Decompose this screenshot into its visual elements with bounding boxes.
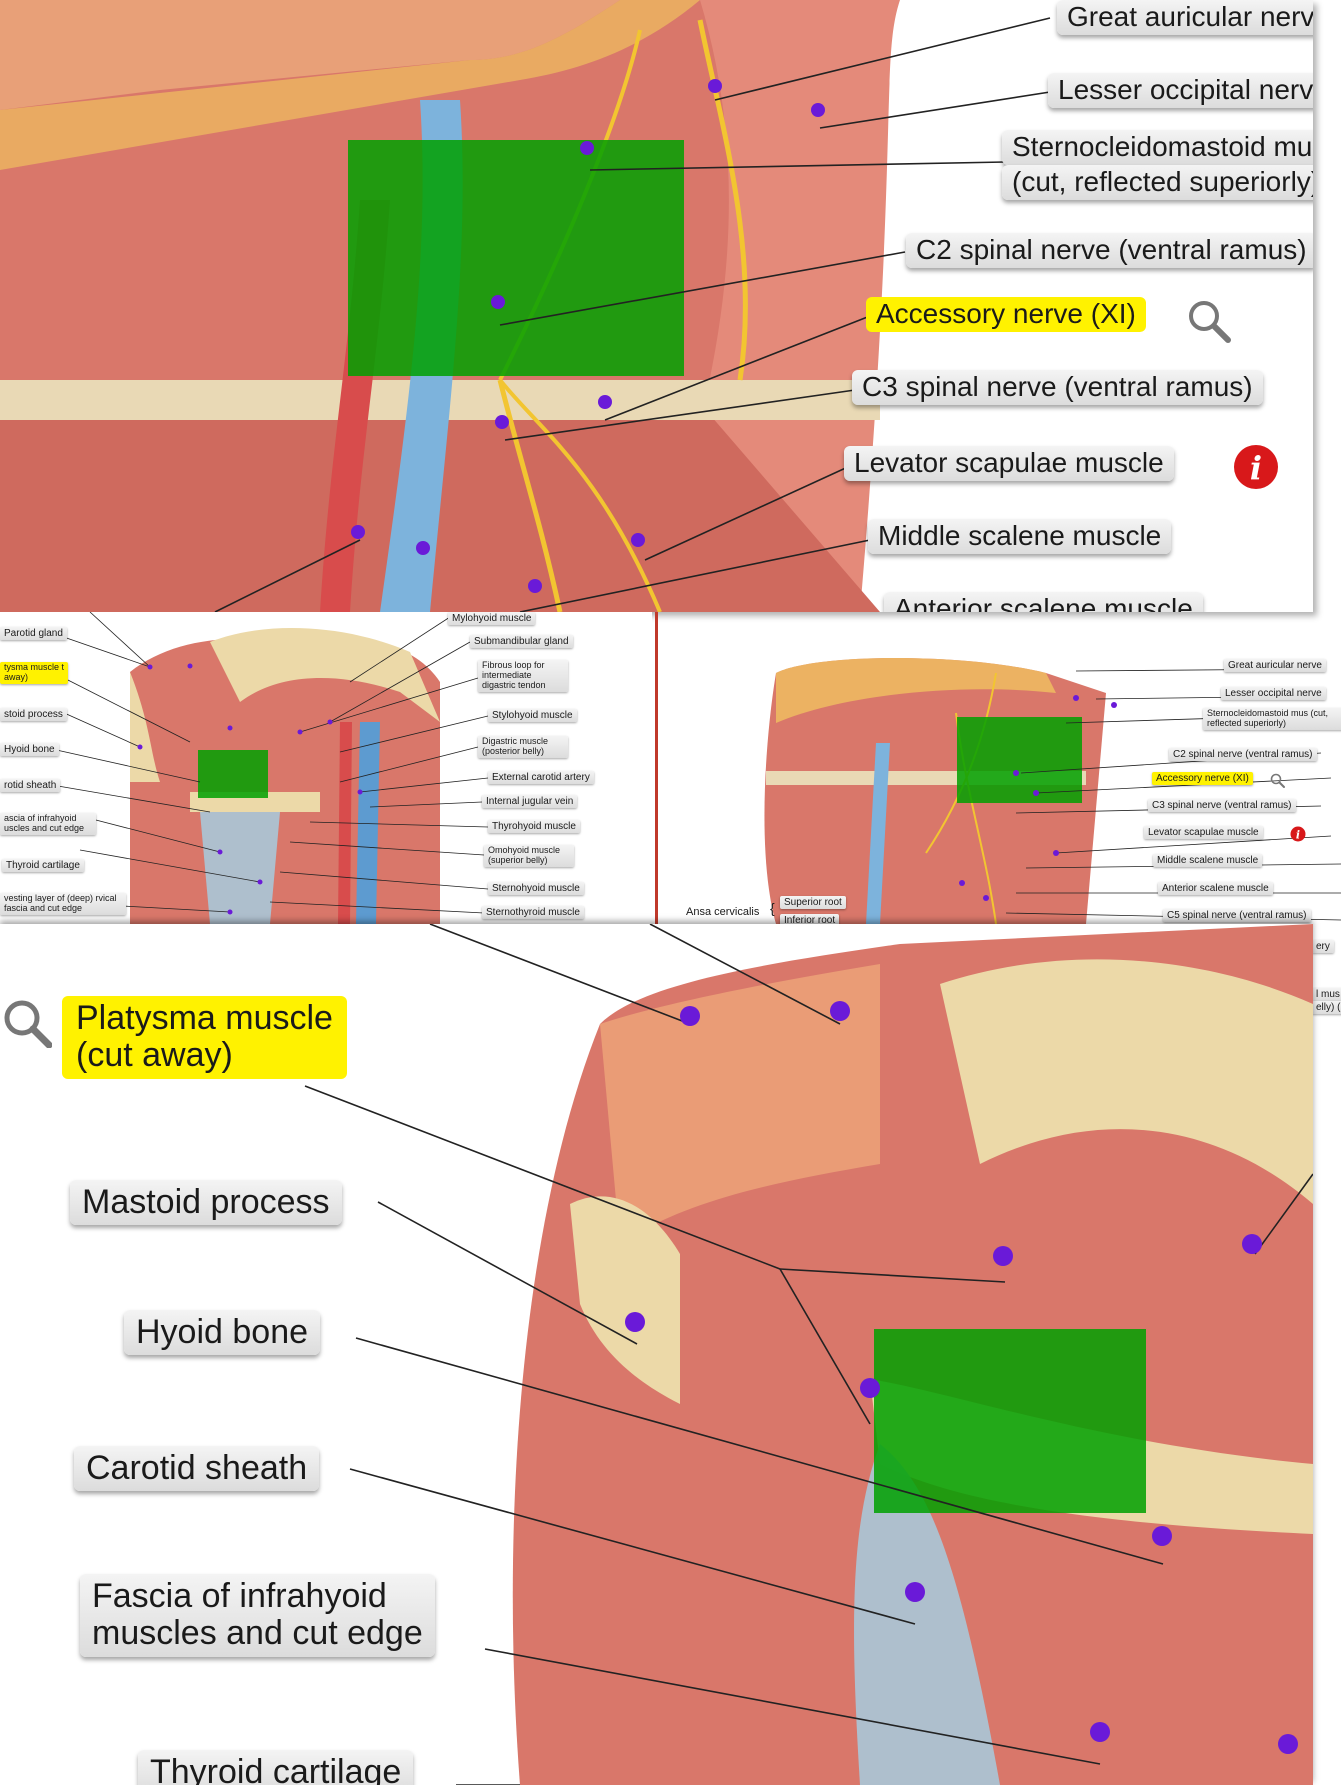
lthumb-label-superior-root[interactable]: Superior root xyxy=(780,896,846,909)
thumb-label-fascia[interactable]: ascia of infrahyoid uscles and cut edge xyxy=(0,813,96,835)
lthumb-label-anterior-scalene[interactable]: Anterior scalene muscle xyxy=(1158,882,1273,895)
lthumb-edge-label-3[interactable]: elly) ( xyxy=(1312,1001,1341,1014)
bottom-zoom-panel: Platysma muscle (cut away) Mastoid proce… xyxy=(0,924,1313,1785)
thumb-label-sternothyroid[interactable]: Sternothyroid muscle xyxy=(482,906,584,919)
label-thyroid-cartilage[interactable]: Thyroid cartilage xyxy=(138,1750,414,1785)
top-zoom-panel: Great auricular nerve Lesser occipital n… xyxy=(0,0,1313,612)
label-c2-spinal-nerve[interactable]: C2 spinal nerve (ventral ramus) xyxy=(906,233,1313,268)
label-accessory-nerve[interactable]: Accessory nerve (XI) xyxy=(866,297,1146,332)
label-sternocleidomastoid[interactable]: Sternocleidomastoid muscle xyxy=(1002,130,1313,165)
label-hyoid-bone[interactable]: Hyoid bone xyxy=(124,1310,321,1356)
neck-anterior-illustration xyxy=(0,612,652,924)
info-icon[interactable]: i xyxy=(1290,826,1306,842)
label-sternocleidomastoid-note[interactable]: (cut, reflected superiorly) xyxy=(1002,165,1313,200)
lthumb-label-c3[interactable]: C3 spinal nerve (ventral ramus) xyxy=(1148,799,1296,812)
lthumb-label-levator[interactable]: Levator scapulae muscle xyxy=(1144,826,1263,839)
thumb-label-mastoid[interactable]: stoid process xyxy=(0,708,67,721)
anterior-thumbnail-panel[interactable]: Parotid gland tysma muscle t away) stoid… xyxy=(0,612,652,924)
thumb-label-fibrous-loop[interactable]: Fibrous loop for intermediate digastric … xyxy=(478,660,568,692)
label-platysma-line2: (cut away) xyxy=(76,1036,233,1075)
info-icon[interactable]: i xyxy=(1232,443,1280,491)
thumb-label-internal-jugular[interactable]: Internal jugular vein xyxy=(482,795,578,808)
zoom-selection-overlay xyxy=(874,1329,1146,1513)
magnifier-icon[interactable] xyxy=(2,998,52,1048)
anterior-selection-overlay xyxy=(198,750,268,798)
thumb-label-omohyoid[interactable]: Omohyoid muscle (superior belly) xyxy=(484,845,574,867)
lthumb-label-inferior-root[interactable]: Inferior root xyxy=(780,914,840,927)
lthumb-label-accessory-nerve[interactable]: Accessory nerve (XI) xyxy=(1152,772,1253,785)
thumb-label-external-carotid[interactable]: External carotid artery xyxy=(488,771,594,784)
magnifier-icon[interactable] xyxy=(1270,773,1286,789)
label-lesser-occipital-nerve[interactable]: Lesser occipital nerve xyxy=(1048,73,1313,108)
thumb-label-hyoid[interactable]: Hyoid bone xyxy=(0,743,59,756)
selection-overlay xyxy=(348,140,684,376)
magnifier-icon[interactable] xyxy=(1186,298,1232,344)
svg-text:i: i xyxy=(1296,829,1300,842)
label-great-auricular-nerve[interactable]: Great auricular nerve xyxy=(1057,0,1313,35)
label-levator-scapulae[interactable]: Levator scapulae muscle xyxy=(844,446,1174,481)
lthumb-label-middle-scalene[interactable]: Middle scalene muscle xyxy=(1153,854,1263,867)
label-fascia-line1: Fascia of infrahyoid xyxy=(92,1577,387,1615)
label-fascia-line2: muscles and cut edge xyxy=(92,1614,423,1653)
thumb-label-parotid[interactable]: Parotid gland xyxy=(0,627,67,640)
panel-divider xyxy=(655,612,658,924)
thumb-label-mylohyoid[interactable]: Mylohyoid muscle xyxy=(448,612,536,625)
thumb-label-thyrohyoid[interactable]: Thyrohyoid muscle xyxy=(488,820,580,833)
lthumb-label-c5[interactable]: C5 spinal nerve (ventral ramus) xyxy=(1163,909,1311,922)
lthumb-label-great-auricular[interactable]: Great auricular nerve xyxy=(1224,659,1326,672)
label-c3-spinal-nerve[interactable]: C3 spinal nerve (ventral ramus) xyxy=(852,370,1263,405)
thumb-label-platysma[interactable]: tysma muscle t away) xyxy=(0,662,68,684)
label-middle-scalene[interactable]: Middle scalene muscle xyxy=(868,519,1172,554)
label-mastoid-process[interactable]: Mastoid process xyxy=(70,1180,342,1226)
label-platysma-line1: Platysma muscle xyxy=(76,999,333,1037)
lthumb-edge-label-2[interactable]: l mus xyxy=(1312,988,1341,1001)
thumb-label-digastric[interactable]: Digastric muscle (posterior belly) xyxy=(478,736,568,758)
label-platysma[interactable]: Platysma muscle (cut away) xyxy=(62,996,347,1079)
lthumb-label-ansa-cervicalis[interactable]: Ansa cervicalis xyxy=(686,906,760,918)
brace-glyph: { xyxy=(770,900,775,916)
thumb-label-thyroid-cartilage[interactable]: Thyroid cartilage xyxy=(2,859,84,872)
thumb-label-investing-layer[interactable]: vesting layer of (deep) rvical fascia an… xyxy=(0,893,126,915)
thumb-label-sternohyoid[interactable]: Sternohyoid muscle xyxy=(488,882,584,895)
lthumb-label-lesser-occipital[interactable]: Lesser occipital nerve xyxy=(1221,687,1326,700)
label-anterior-scalene[interactable]: Anterior scalene muscle xyxy=(884,592,1203,612)
thumb-label-carotid-sheath[interactable]: rotid sheath xyxy=(0,779,61,792)
thumb-label-submandibular[interactable]: Submandibular gland xyxy=(470,635,573,648)
thumb-label-stylohyoid[interactable]: Stylohyoid muscle xyxy=(488,709,577,722)
label-fascia-infrahyoid[interactable]: Fascia of infrahyoid muscles and cut edg… xyxy=(80,1574,435,1657)
label-carotid-sheath[interactable]: Carotid sheath xyxy=(74,1446,320,1492)
lateral-selection-overlay xyxy=(957,717,1082,803)
svg-text:i: i xyxy=(1250,449,1262,487)
lthumb-label-sternocleidomastoid[interactable]: Sternocleidomastoid mus (cut, reflected … xyxy=(1203,708,1341,730)
lthumb-edge-label-1[interactable]: ery xyxy=(1312,940,1334,953)
lthumb-label-c2[interactable]: C2 spinal nerve (ventral ramus) xyxy=(1169,748,1317,761)
